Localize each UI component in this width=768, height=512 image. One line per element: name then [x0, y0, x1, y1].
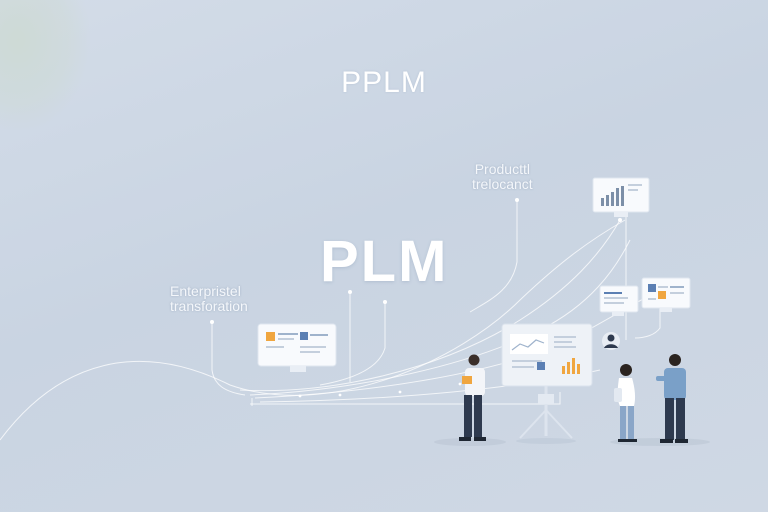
- top-title: PPLM: [341, 66, 427, 99]
- dashboard-card-right-2: [641, 277, 691, 312]
- person-man: [656, 354, 688, 443]
- dashboard-card-right-1: [599, 285, 639, 316]
- caption-product-line-1: Producttl: [474, 161, 530, 177]
- person-woman: [614, 364, 637, 442]
- caption-product: Producttl trelocanct: [472, 162, 533, 192]
- caption-enterprise: Enterpristel transforation: [170, 284, 248, 314]
- person-presenter: [459, 354, 486, 441]
- caption-enterprise-line-2: transforation: [170, 298, 248, 314]
- main-title: PLM: [320, 229, 449, 294]
- caption-product-line-2: trelocanct: [472, 176, 533, 192]
- chart-card-top: [592, 177, 650, 217]
- caption-enterprise-line-1: Enterpristel: [170, 283, 241, 299]
- avatar-icon: [602, 332, 620, 350]
- decorative-blotch: [0, 0, 90, 130]
- dashboard-card-left: [257, 323, 337, 372]
- easel-board-icon: [501, 323, 593, 439]
